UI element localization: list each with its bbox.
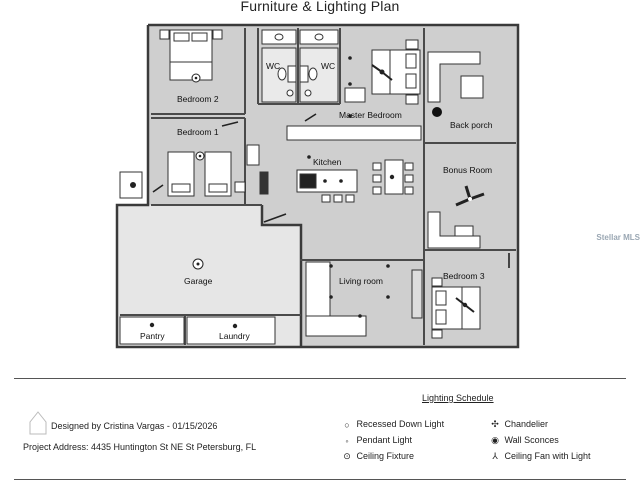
project-address: Project Address: 4435 Huntington St NE S… xyxy=(23,442,257,452)
recessed-light-icon: ○ xyxy=(344,419,350,430)
outer-walls xyxy=(115,23,520,349)
designer-logo-icon xyxy=(29,411,47,435)
room-label-wc-left: WC xyxy=(266,61,280,71)
room-label-kitchen: Kitchen xyxy=(313,157,342,167)
legend-ceiling-fixture-label: Ceiling Fixture xyxy=(356,451,415,461)
master-recessed-lights xyxy=(348,56,352,118)
pendant-light-icon: ◦ xyxy=(345,435,349,446)
legend-chandelier: ✣ Chandelier xyxy=(488,419,548,430)
bonus-sectional xyxy=(427,211,481,249)
room-label-bedroom3: Bedroom 3 xyxy=(443,271,485,281)
bathroom-fixtures xyxy=(261,29,339,103)
room-label-bonus: Bonus Room xyxy=(443,165,492,175)
plan-title: Furniture & Lighting Plan xyxy=(240,0,400,14)
room-label-master: Master Bedroom xyxy=(339,110,402,120)
legend-fan: ⅄ Ceiling Fan with Light xyxy=(488,451,591,462)
room-label-bedroom1: Bedroom 1 xyxy=(177,127,219,137)
bonus-ceiling-fan xyxy=(455,185,485,207)
chandelier-icon: ✣ xyxy=(491,419,499,430)
wall-sconce-icon: ◉ xyxy=(491,435,499,446)
bedroom1-beds xyxy=(119,144,269,199)
porch-sectional xyxy=(427,51,484,103)
storage-rooms xyxy=(119,316,276,345)
room-label-living: Living room xyxy=(339,276,383,286)
door-arrows xyxy=(152,113,510,268)
bedroom2-bed xyxy=(159,29,223,81)
legend-sconces: ◉ Wall Sconces xyxy=(488,435,559,446)
room-label-laundry: Laundry xyxy=(219,331,250,341)
floor-plan: Bedroom 2 WC WC Master Bedroom Back porc… xyxy=(115,23,520,349)
room-label-wc-right: WC xyxy=(321,61,335,71)
bedroom3-bed xyxy=(431,277,481,339)
divider-top xyxy=(14,378,626,379)
living-recessed-lights xyxy=(329,264,390,318)
ceiling-fan-icon: ⅄ xyxy=(492,451,498,462)
room-label-pantry: Pantry xyxy=(140,331,165,341)
watermark: Stellar MLS xyxy=(596,233,640,242)
porch-plant xyxy=(432,107,442,117)
legend-chandelier-label: Chandelier xyxy=(504,419,549,429)
legend-fan-label: Ceiling Fan with Light xyxy=(504,451,591,461)
room-label-bedroom2: Bedroom 2 xyxy=(177,94,219,104)
legend-sconces-label: Wall Sconces xyxy=(504,435,559,445)
legend-pendant: ◦ Pendant Light xyxy=(340,435,412,446)
designer-credit: Designed by Cristina Vargas - 01/15/2026 xyxy=(51,421,218,431)
legend-pendant-label: Pendant Light xyxy=(356,435,413,445)
master-bed xyxy=(344,39,421,105)
legend-recessed-label: Recessed Down Light xyxy=(356,419,445,429)
legend-recessed: ○ Recessed Down Light xyxy=(340,419,444,430)
room-label-back-porch: Back porch xyxy=(450,120,493,130)
room-label-garage: Garage xyxy=(184,276,213,286)
legend-ceiling-fixture: ⊙ Ceiling Fixture xyxy=(340,451,414,462)
ceiling-fixture-icon: ⊙ xyxy=(343,451,351,462)
legend-title: Lighting Schedule xyxy=(422,393,494,403)
living-sofas xyxy=(305,261,423,337)
interior-walls xyxy=(120,28,516,345)
kitchen-pendants xyxy=(305,155,395,183)
kitchen-counters xyxy=(286,125,422,203)
